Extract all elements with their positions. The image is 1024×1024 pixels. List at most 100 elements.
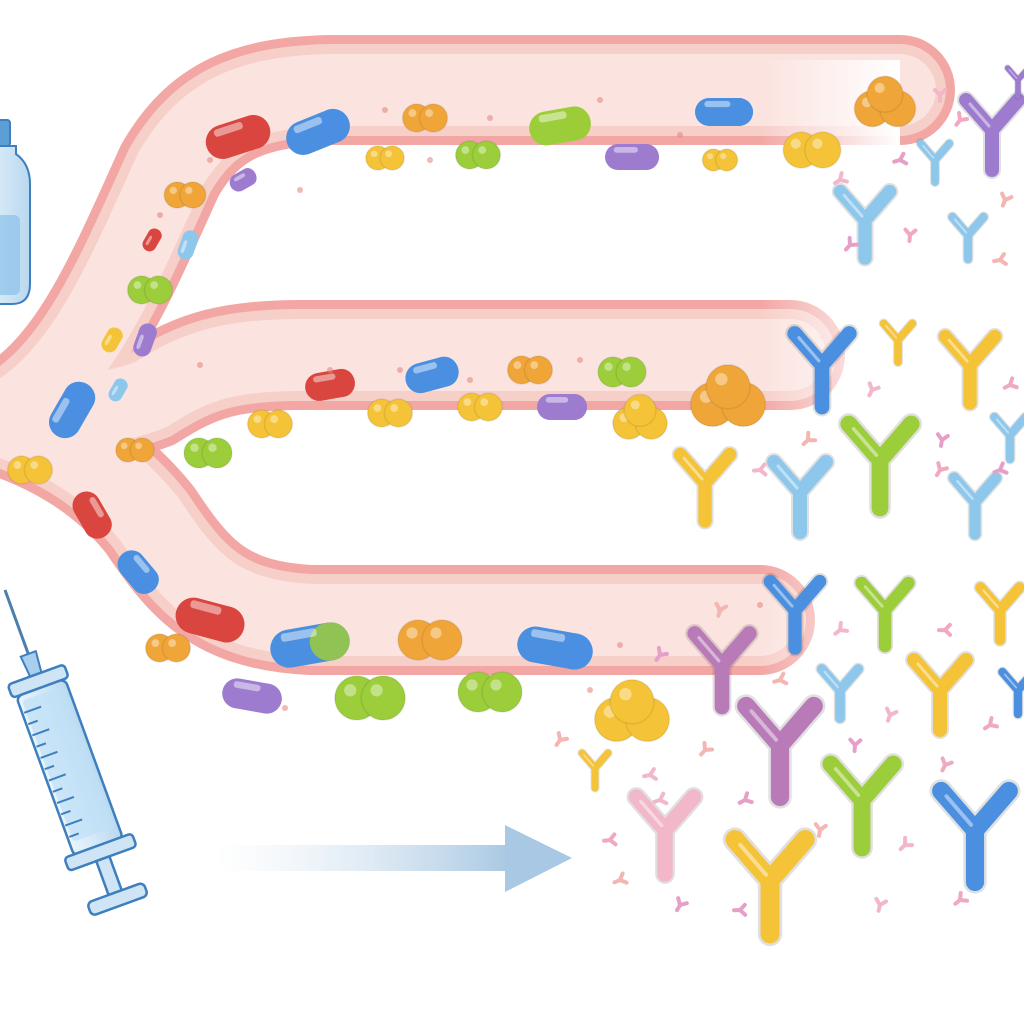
- cell-cluster-icon: [115, 437, 155, 463]
- particle-dot: [197, 362, 203, 368]
- capsule-icon: [405, 356, 459, 394]
- antibody-icon: [815, 662, 865, 725]
- antibody-fragment: [612, 871, 629, 885]
- antibody-fragment: [772, 671, 789, 686]
- antibody-icon: [626, 787, 704, 884]
- cell-cluster-icon: [456, 392, 504, 422]
- cell-cluster-icon: [701, 148, 739, 172]
- antibody-icon: [785, 324, 859, 417]
- antibody-icon: [577, 748, 613, 793]
- antibody-icon: [819, 753, 905, 859]
- cell-cluster-icon: [6, 455, 54, 485]
- particle-dot: [577, 357, 583, 363]
- cell-cluster-icon: [366, 398, 414, 428]
- antibody-fragment: [714, 601, 729, 618]
- cell-cluster-icon: [689, 364, 767, 428]
- antibody-icon: [905, 651, 975, 739]
- antibody-icon: [996, 666, 1024, 720]
- antibody-icon: [853, 574, 917, 655]
- antibody-fragment: [892, 151, 909, 166]
- particle-dot: [587, 687, 593, 693]
- particle-dot: [207, 157, 213, 163]
- particle-dot: [157, 212, 163, 218]
- antibody-fragment: [1000, 191, 1014, 208]
- syringe-tick: [27, 719, 39, 726]
- antibody-icon: [878, 318, 918, 367]
- cell-cluster-icon: [853, 75, 917, 128]
- syringe-tick: [64, 818, 83, 827]
- cell-cluster-icon: [506, 355, 554, 385]
- antibody-icon: [722, 827, 818, 947]
- syringe-tick: [48, 773, 67, 782]
- antibody-fragment: [848, 737, 863, 753]
- capsule-icon: [72, 491, 112, 539]
- antibody-fragment: [737, 791, 754, 805]
- antibody-fragment: [935, 432, 950, 448]
- antibody-fragment: [982, 716, 999, 731]
- syringe-icon: [3, 589, 148, 916]
- antibody-icon: [761, 572, 829, 657]
- syringe-tick: [60, 809, 71, 816]
- antibody-fragment: [652, 791, 669, 806]
- particle-dot: [757, 602, 763, 608]
- capsule-icon: [101, 327, 123, 353]
- capsule-icon: [133, 323, 157, 357]
- cell-cluster-icon: [144, 633, 192, 663]
- antibody-fragment: [940, 756, 954, 773]
- capsule-icon: [286, 108, 350, 155]
- antibody-fragment: [843, 235, 860, 252]
- antibody-icon: [988, 411, 1024, 465]
- antibody-fragment: [1002, 376, 1019, 390]
- antibody-icon: [1003, 64, 1024, 100]
- cell-cluster-icon: [365, 145, 405, 171]
- syringe-tick: [44, 764, 55, 771]
- particle-dot: [282, 705, 288, 711]
- syringe-tick: [40, 750, 58, 759]
- antibody-fragment: [898, 835, 915, 852]
- particle-dot: [427, 157, 433, 163]
- antibody-fragment: [833, 620, 850, 636]
- cell-cluster-icon: [183, 437, 233, 469]
- cell-cluster-icon: [454, 140, 502, 170]
- antibody-icon: [671, 445, 739, 530]
- syringe-tick: [52, 787, 63, 793]
- vessel-fade: [760, 60, 900, 780]
- antibody-fragment: [752, 462, 768, 477]
- particle-dot: [677, 132, 683, 138]
- blood-vessel-tree: [0, 35, 955, 780]
- cell-cluster-icon: [593, 679, 671, 743]
- antibody-icon: [946, 211, 990, 265]
- antibody-icon: [957, 91, 1024, 179]
- cell-cluster-icon: [163, 181, 207, 209]
- cell-cluster-icon: [397, 619, 463, 661]
- antibody-fragment: [867, 381, 881, 398]
- capsule-icon: [695, 98, 753, 126]
- syringe-tick: [36, 742, 47, 748]
- antibody-fragment: [992, 461, 1009, 475]
- antibody-fragment: [654, 646, 669, 662]
- particle-dot: [617, 642, 623, 648]
- antibody-cloud: [554, 64, 1024, 947]
- vessel-lumen-3: [0, 384, 796, 656]
- capsule-icon: [529, 106, 591, 146]
- antibody-fragment: [903, 227, 918, 243]
- cell-cluster-icon: [126, 275, 174, 305]
- antibody-fragment: [602, 832, 618, 847]
- particle-dot: [487, 115, 493, 121]
- antibody-fragment: [934, 461, 949, 478]
- particle-dot: [382, 107, 388, 113]
- capsule-icon: [175, 597, 245, 643]
- antibody-fragment: [801, 430, 818, 447]
- syringe-tick: [32, 728, 50, 737]
- capsule-icon: [177, 230, 199, 260]
- cell-cluster-icon: [782, 131, 842, 169]
- antibody-fragment: [954, 110, 970, 127]
- antibody-icon: [734, 694, 826, 809]
- cell-cluster-icon: [597, 356, 647, 388]
- syringe-tick: [56, 795, 75, 805]
- syringe-tick: [68, 832, 80, 838]
- capsule-icon: [229, 167, 257, 192]
- capsule-icon: [270, 622, 350, 668]
